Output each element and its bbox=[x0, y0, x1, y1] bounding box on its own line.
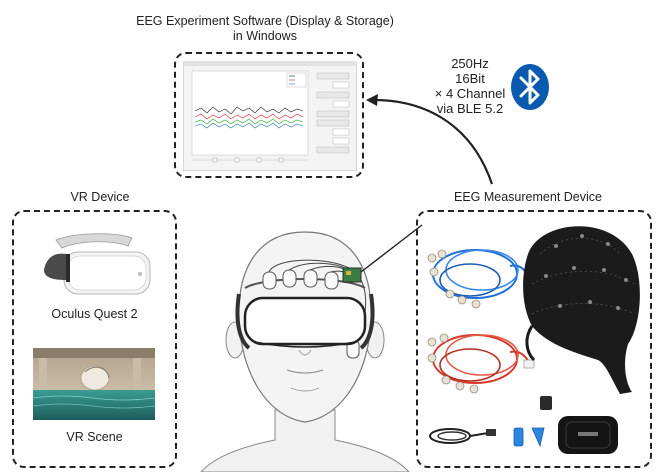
vr-scene-image bbox=[33, 348, 155, 420]
vr-device-title: VR Device bbox=[70, 190, 130, 204]
usb-dongle bbox=[540, 396, 552, 410]
usb-cable bbox=[429, 428, 496, 444]
vr-scene-label: VR Scene bbox=[66, 430, 123, 444]
eeg-cap bbox=[523, 226, 640, 394]
software-title-line2: in Windows bbox=[233, 29, 297, 43]
amplifier-case bbox=[558, 416, 618, 454]
eeg-device-kit-image bbox=[427, 226, 640, 454]
software-screenshot bbox=[183, 61, 357, 171]
vr-headset-image bbox=[44, 233, 151, 295]
vr-device-frame bbox=[12, 210, 177, 468]
transmission-spec: 250Hz 16Bit × 4 Channel via BLE 5.2 bbox=[428, 56, 512, 116]
vr-headset-label: Oculus Quest 2 bbox=[51, 307, 138, 321]
spec-channels: × 4 Channel bbox=[434, 86, 506, 101]
eeg-device-frame bbox=[416, 210, 652, 468]
spec-bits: 16Bit bbox=[455, 71, 485, 86]
red-electrode-bundle bbox=[427, 333, 535, 394]
blue-electrode-bundle bbox=[427, 249, 529, 309]
electrode-clip bbox=[513, 427, 524, 447]
bluetooth-icon bbox=[511, 64, 549, 110]
software-title-line1: EEG Experiment Software (Display & Stora… bbox=[136, 14, 394, 28]
electrode-clip bbox=[531, 427, 545, 448]
software-frame bbox=[174, 52, 364, 178]
head-with-headset-illustration bbox=[200, 231, 410, 472]
eeg-device-title: EEG Measurement Device bbox=[454, 190, 602, 204]
spec-rate: 250Hz bbox=[451, 56, 489, 71]
spec-protocol: via BLE 5.2 bbox=[436, 101, 504, 116]
